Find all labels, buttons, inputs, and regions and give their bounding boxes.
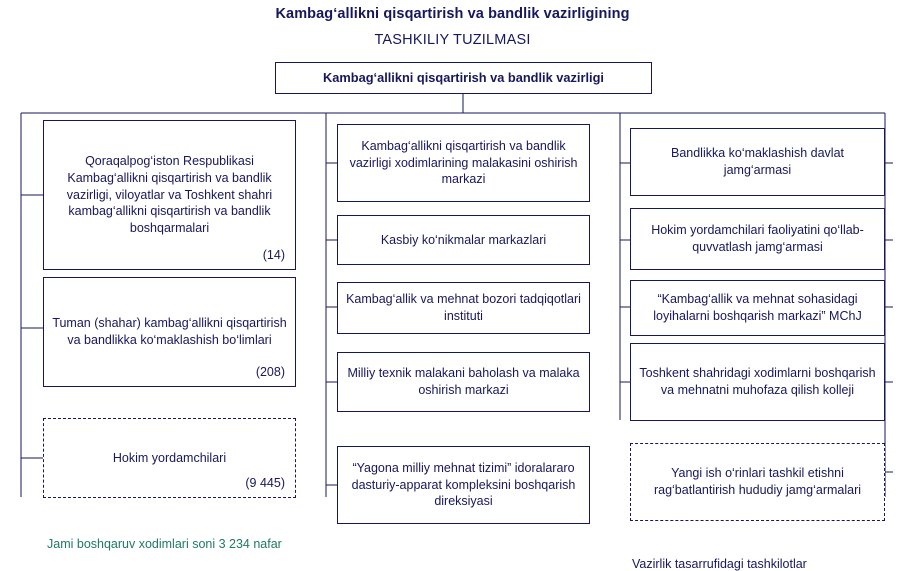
right-box-5: Yangi ish o‘rinlari tashkil etishni rag‘…	[630, 443, 885, 521]
middle-box-2-label: Kasbiy ko‘nikmalar markazlari	[380, 232, 547, 247]
right-box-2: Hokim yordamchilari faoliyatini qo‘llab-…	[630, 208, 885, 270]
right-box-3-label: “Kambag‘allik va mehnat sohasidagi loyih…	[653, 292, 862, 323]
left-box-2-count: (208)	[255, 365, 285, 380]
middle-box-2: Kasbiy ko‘nikmalar markazlari	[337, 215, 590, 265]
left-box-1-count: (14)	[262, 248, 285, 263]
left-box-2-label: Tuman (shahar) kambag‘allikni qisqartiri…	[52, 316, 287, 347]
right-box-1: Bandlikka ko‘maklashish davlat jamg‘arma…	[630, 128, 885, 196]
left-box-3-label: Hokim yordamchilari	[112, 450, 227, 465]
right-box-3: “Kambag‘allik va mehnat sohasidagi loyih…	[630, 280, 885, 336]
right-box-5-label: Yangi ish o‘rinlari tashkil etishni rag‘…	[653, 466, 862, 497]
right-box-1-label: Bandlikka ko‘maklashish davlat jamg‘arma…	[670, 146, 844, 177]
left-box-3-count: (9 445)	[245, 476, 285, 491]
footnote-left: Jami boshqaruv xodimlari soni 3 234 nafa…	[47, 537, 282, 551]
left-box-1: Qoraqalpog‘iston Respublikasi Kambag‘all…	[43, 120, 296, 270]
middle-box-1: Kambag‘allikni qisqartirish va bandlik v…	[337, 124, 590, 202]
right-box-4: Toshkent shahridagi xodimlarni boshqaris…	[630, 343, 885, 421]
middle-box-5: “Yagona milliy mehnat tizimi” idoralarar…	[337, 446, 590, 524]
middle-box-1-label: Kambag‘allikni qisqartirish va bandlik v…	[349, 138, 578, 187]
footnote-right: Vazirlik tasarrufidagi tashkilotlar	[632, 557, 807, 571]
root-node-label: Kambag‘allikni qisqartirish va bandlik v…	[323, 70, 604, 86]
left-box-1-label: Qoraqalpog‘iston Respublikasi Kambag‘all…	[66, 153, 273, 236]
right-box-4-label: Toshkent shahridagi xodimlarni boshqaris…	[639, 366, 876, 397]
root-node-ministry: Kambag‘allikni qisqartirish va bandlik v…	[275, 62, 652, 94]
chart-title-line2: TASHKILIY TUZILMASI	[374, 32, 531, 48]
left-box-3: Hokim yordamchilari (9 445)	[43, 418, 296, 498]
middle-box-3: Kambag‘allik va mehnat bozori tadqiqotla…	[337, 282, 590, 334]
middle-box-4-label: Milliy texnik malakani baholash va malak…	[347, 366, 580, 397]
chart-title-line1: Kambag‘allikni qisqartirish va bandlik v…	[275, 6, 630, 22]
left-box-2: Tuman (shahar) kambag‘allikni qisqartiri…	[43, 277, 296, 387]
middle-box-3-label: Kambag‘allik va mehnat bozori tadqiqotla…	[346, 292, 581, 323]
right-box-2-label: Hokim yordamchilari faoliyatini qo‘llab-…	[651, 223, 864, 254]
middle-box-5-label: “Yagona milliy mehnat tizimi” idoralarar…	[351, 460, 576, 509]
middle-box-4: Milliy texnik malakani baholash va malak…	[337, 352, 590, 412]
